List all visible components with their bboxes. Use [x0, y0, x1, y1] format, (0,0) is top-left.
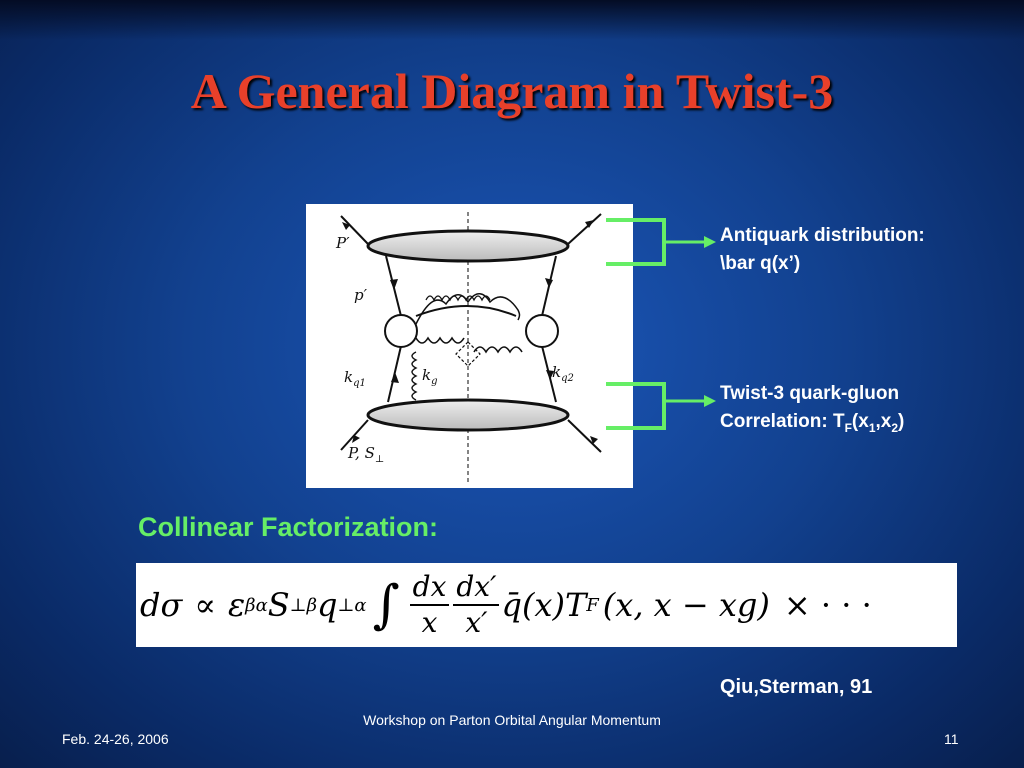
footer-date: Feb. 24-26, 2006 [62, 731, 169, 747]
top-band [0, 0, 1024, 40]
antiquark-bracket [606, 218, 716, 266]
citation: Qiu,Sterman, 91 [720, 676, 873, 698]
label-kq2: kq2 [552, 363, 574, 384]
twist3-bracket [606, 382, 716, 430]
footer-event: Workshop on Parton Orbital Angular Momen… [363, 712, 661, 728]
feynman-diagram-graphic [340, 212, 602, 482]
label-kq1: kq1 [344, 368, 366, 389]
feynman-diagram: P′ p′ kq1 kg kq2 P, S⊥ [306, 204, 633, 488]
label-P-S: P, S⊥ [348, 444, 385, 465]
antiquark-line1: Antiquark distribution: [720, 225, 925, 246]
label-P-prime: P′ [336, 234, 350, 252]
section-heading: Collinear Factorization: [138, 512, 439, 542]
twist3-line2: Correlation: TF(x1,x2) [720, 411, 905, 435]
slide-title: A General Diagram in Twist-3 [190, 63, 834, 119]
page-number: 11 [944, 731, 959, 747]
twist3-annotation: Twist-3 quark-gluon Correlation: TF(x1,x… [720, 380, 904, 442]
antiquark-line2: \bar q(x’) [720, 253, 801, 274]
antiquark-annotation: Antiquark distribution: \bar q(x’) [720, 222, 925, 278]
label-p-prime: p′ [354, 286, 368, 304]
label-kg: kg [422, 366, 438, 387]
twist3-line1: Twist-3 quark-gluon [720, 383, 900, 404]
